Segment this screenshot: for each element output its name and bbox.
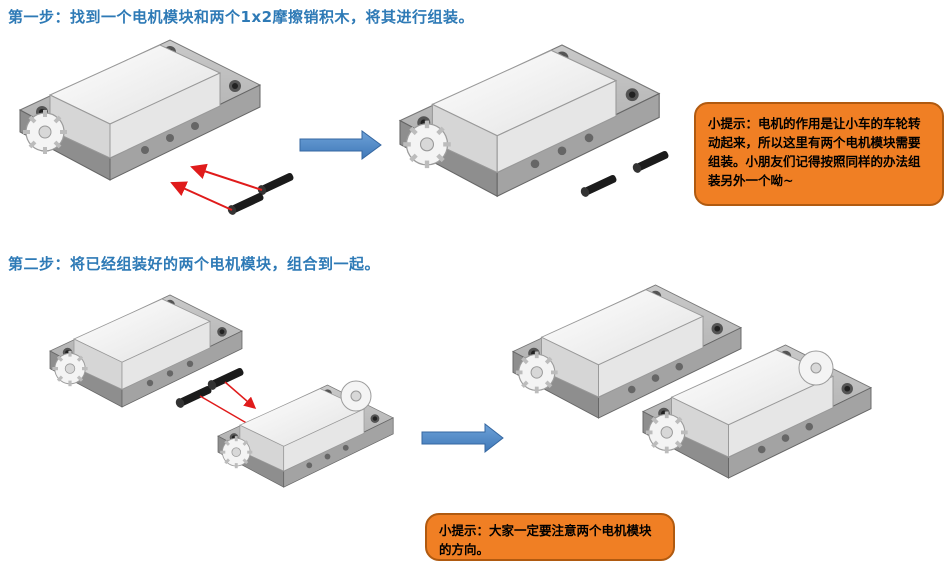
step1-motor-module-after <box>400 45 670 198</box>
tip-box-1: 小提示：电机的作用是让小车的车轮转动起来，所以这里有两个电机模块需要组装。小朋友… <box>694 102 944 206</box>
step2-combined-modules <box>511 283 873 480</box>
step1-pin-2 <box>226 192 265 217</box>
tip-2-text: 小提示：大家一定要注意两个电机模块的方向。 <box>439 523 652 557</box>
step2-motor-module-right <box>216 380 395 489</box>
step-2-title: 第二步：将已经组装好的两个电机模块，组合到一起。 <box>8 255 381 273</box>
step-1-title: 第一步：找到一个电机模块和两个1x2摩擦销积木，将其进行组装。 <box>8 8 475 26</box>
step2-blue-arrow <box>421 422 504 454</box>
step1-motor-module-before <box>18 38 262 182</box>
tip-1-text: 小提示：电机的作用是让小车的车轮转动起来，所以这里有两个电机模块需要组装。小朋友… <box>708 116 921 188</box>
step1-guide-arrow-2 <box>170 181 233 211</box>
step2-guide-arrow-2 <box>224 381 257 409</box>
step1-pin-1 <box>256 172 295 197</box>
step2-motor-module-left <box>48 293 245 410</box>
tip-box-2: 小提示：大家一定要注意两个电机模块的方向。 <box>425 513 675 561</box>
step1-guide-arrow-1 <box>190 163 263 191</box>
step1-blue-arrow <box>299 130 382 160</box>
